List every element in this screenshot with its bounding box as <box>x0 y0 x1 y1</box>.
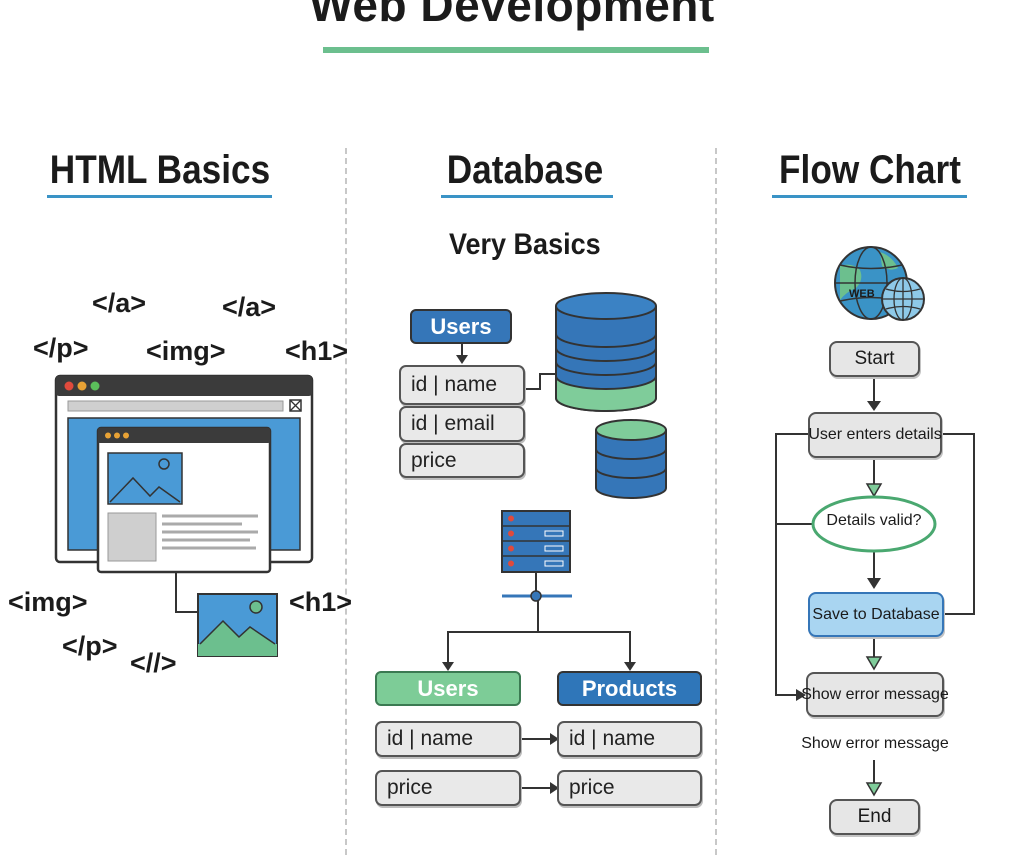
section-underline-flow <box>772 195 967 198</box>
tag-self-close: <//> <box>130 648 177 678</box>
users-bottom-field-price: price <box>375 770 521 806</box>
close-box-icon <box>289 399 302 412</box>
tag-close-a-2: </a> <box>222 292 277 322</box>
database-subtitle: Very Basics <box>449 228 601 261</box>
database-small-icon <box>595 419 667 499</box>
tag-close-p-1: </p> <box>33 333 89 363</box>
flow-decision-label: Details valid? <box>826 512 922 529</box>
page-title-underline <box>323 47 709 53</box>
tag-h1-1: <h1> <box>285 336 349 366</box>
section-title-flow: Flow Chart <box>779 148 961 192</box>
products-table-header: Products <box>557 671 702 706</box>
window-maximize-dot-icon <box>90 381 100 391</box>
flow-user-enters-node: User enters details <box>808 412 942 458</box>
decision-node-shape <box>811 495 937 553</box>
image-placeholder-icon <box>107 452 183 505</box>
page-title: Web Development <box>309 0 715 31</box>
tag-img-2: <img> <box>8 587 88 617</box>
products-field-id-name: id | name <box>557 721 702 757</box>
section-underline-html <box>47 195 272 198</box>
server-rack-icon <box>501 510 572 602</box>
inner-window-illustration <box>96 426 272 574</box>
section-title-database: Database <box>446 148 604 192</box>
flow-start-node: Start <box>829 341 920 377</box>
users-field-id-name: id | name <box>399 365 525 405</box>
section-underline-database <box>441 195 613 198</box>
users-field-price: price <box>399 443 525 478</box>
tag-h1-2: <h1> <box>289 587 353 617</box>
users-table-header: Users <box>410 309 512 344</box>
globe-label: WEB <box>849 288 875 300</box>
flow-error-node: Show error message <box>801 672 949 717</box>
www-badge-icon <box>881 277 925 321</box>
users-bottom-field-id-name: id | name <box>375 721 521 757</box>
products-field-price: price <box>557 770 702 806</box>
window-minimize-dot-icon <box>77 381 87 391</box>
tag-close-a-1: </a> <box>92 288 147 318</box>
floating-image-icon <box>197 593 278 657</box>
users-table-header-bottom: Users <box>375 671 521 706</box>
window-close-dot-icon <box>64 381 74 391</box>
flow-save-node: Save to Database <box>808 592 944 637</box>
column-divider-left <box>345 148 347 855</box>
flow-end-node: End <box>829 799 920 835</box>
tag-close-p-2: </p> <box>62 631 118 661</box>
column-divider-right <box>715 148 717 855</box>
tag-img-1: <img> <box>146 336 226 366</box>
section-title-html: HTML Basics <box>49 148 271 192</box>
users-field-id-email: id | email <box>399 406 525 442</box>
database-large-icon <box>555 292 657 412</box>
flow-error-text: Show error message <box>801 735 949 752</box>
